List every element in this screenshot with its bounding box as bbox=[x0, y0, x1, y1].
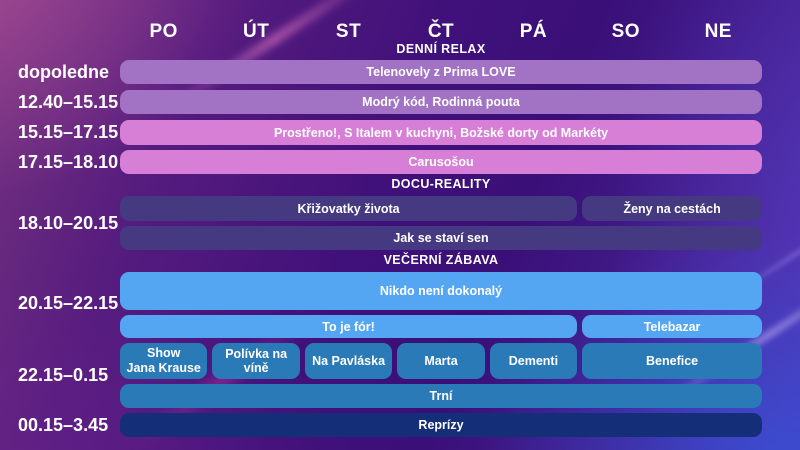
day-so: SO bbox=[611, 21, 641, 42]
row-1810-a: Křižovatky života Ženy na cestách bbox=[120, 196, 762, 221]
row-1515: Prostřeno!, S Italem v kuchyni, Božské d… bbox=[120, 120, 762, 145]
time-2015-2215: 20.15–22.15 bbox=[18, 292, 119, 313]
section-docu-reality: DOCU-REALITY bbox=[391, 177, 491, 191]
day-header-row: PO ÚT ST ČT PÁ SO NE bbox=[120, 20, 762, 44]
bar-nikdo-neni-dokonaly: Nikdo není dokonalý bbox=[120, 272, 762, 310]
bar-na-pavlaska: Na Pavláska bbox=[304, 343, 393, 379]
time-1240-1515: 12.40–15.15 bbox=[18, 91, 119, 112]
section-vecerni-zabava: VEČERNÍ ZÁBAVA bbox=[383, 253, 499, 267]
time-1715-1810: 17.15–18.10 bbox=[18, 151, 119, 172]
row-1810-b: Jak se staví sen bbox=[120, 226, 762, 250]
time-dopoledne: dopoledne bbox=[18, 61, 109, 82]
time-0015-0345: 00.15–3.45 bbox=[18, 414, 109, 435]
bar-jak-se-stavi-sen: Jak se staví sen bbox=[120, 226, 762, 250]
row-2215-b: Trní bbox=[120, 384, 762, 408]
day-ct: ČT bbox=[427, 21, 455, 42]
day-pa: PÁ bbox=[519, 21, 548, 42]
row-1715: Carusošou bbox=[120, 150, 762, 174]
bar-to-je-for: To je fór! bbox=[120, 315, 578, 338]
bar-zeny-na-cestach: Ženy na cestách bbox=[582, 196, 762, 221]
bar-reprizy: Reprízy bbox=[120, 413, 762, 437]
bar-prostreno-s-italem-bozske-dorty: Prostřeno!, S Italem v kuchyni, Božské d… bbox=[120, 120, 762, 145]
bar-benefice: Benefice bbox=[582, 343, 762, 379]
bar-telenovely-z-prima-love: Telenovely z Prima LOVE bbox=[120, 60, 762, 84]
day-ne: NE bbox=[704, 21, 732, 42]
day-st: ST bbox=[335, 21, 362, 42]
row-dopoledne: Telenovely z Prima LOVE bbox=[120, 60, 762, 84]
row-0015: Reprízy bbox=[120, 413, 762, 437]
bar-trni: Trní bbox=[120, 384, 762, 408]
bar-telebazar: Telebazar bbox=[582, 315, 762, 338]
bar-krizovatky-zivota: Křižovatky života bbox=[120, 196, 578, 221]
bar-show-jana-krause: Show Jana Krause bbox=[120, 343, 208, 379]
row-2215-a: Show Jana Krause Polívka na víně Na Pavl… bbox=[120, 343, 762, 379]
bar-carusosou: Carusošou bbox=[120, 150, 762, 174]
bar-modry-kod-rodinna-pouta: Modrý kód, Rodinná pouta bbox=[120, 90, 762, 114]
time-2215-0015: 22.15–0.15 bbox=[18, 365, 109, 385]
row-2015-b: To je fór! Telebazar bbox=[120, 315, 762, 338]
day-po: PO bbox=[149, 21, 178, 42]
bar-dementi: Dementi bbox=[489, 343, 578, 379]
time-1810-2015: 18.10–20.15 bbox=[18, 212, 119, 233]
bar-polivka-na-vine: Polívka na víně bbox=[212, 343, 300, 379]
day-ut: ÚT bbox=[242, 21, 270, 42]
row-1240: Modrý kód, Rodinná pouta bbox=[120, 90, 762, 114]
row-2015-a: Nikdo není dokonalý bbox=[120, 272, 762, 310]
section-denni-relax: DENNÍ RELAX bbox=[396, 42, 486, 56]
bar-marta: Marta bbox=[397, 343, 485, 379]
time-1515-1715: 15.15–17.15 bbox=[18, 122, 119, 142]
